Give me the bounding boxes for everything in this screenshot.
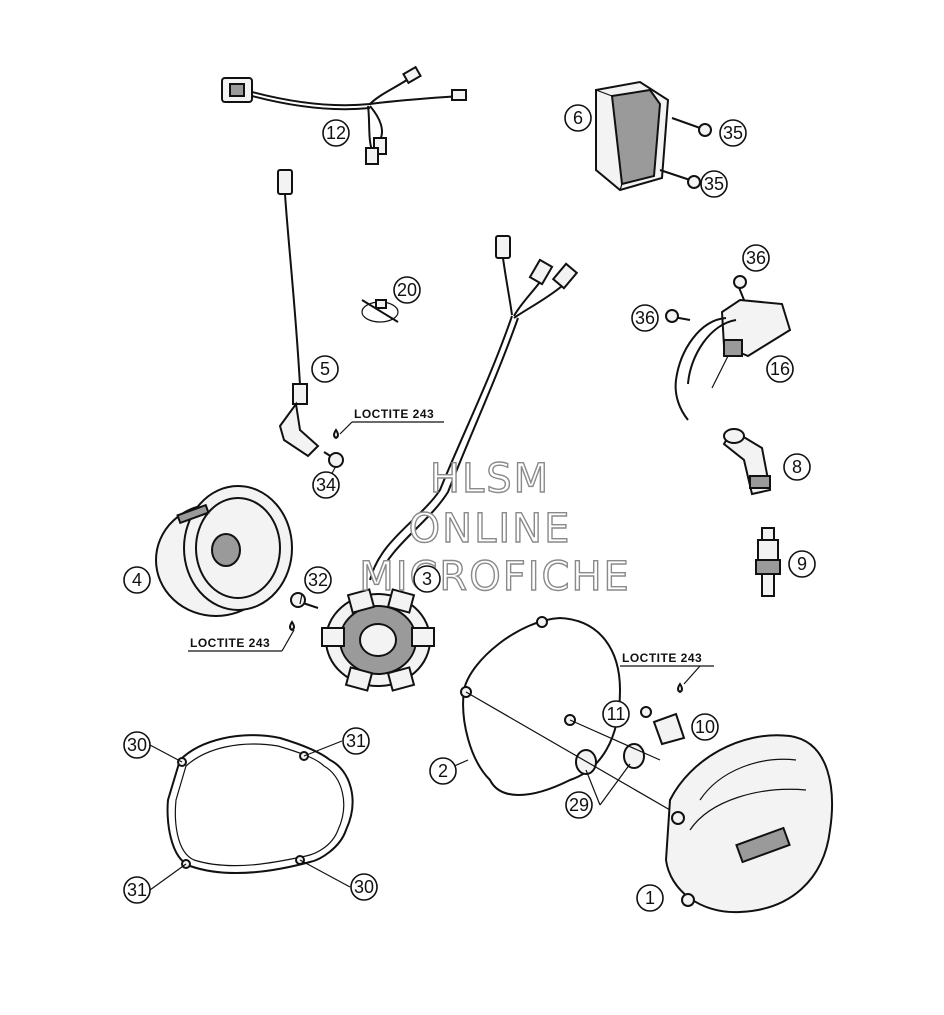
svg-text:5: 5 <box>320 359 330 379</box>
svg-text:9: 9 <box>797 554 807 574</box>
svg-text:30: 30 <box>127 735 147 755</box>
callout-32: 32 <box>304 566 332 594</box>
dowel-29-b <box>623 743 645 769</box>
svg-text:31: 31 <box>127 880 147 900</box>
flywheel <box>155 485 293 617</box>
callout-31-bottom: 31 <box>123 876 151 904</box>
svg-text:LOCTITE 243: LOCTITE 243 <box>622 651 702 665</box>
callout-2: 2 <box>429 757 457 785</box>
callout-4: 4 <box>123 566 151 594</box>
wiring-harness <box>221 65 467 165</box>
svg-text:ONLINE: ONLINE <box>409 506 572 552</box>
svg-text:HLSM: HLSM <box>430 456 550 502</box>
cable-tie <box>361 299 399 323</box>
svg-text:35: 35 <box>723 123 743 143</box>
callout-35-top: 35 <box>719 119 747 147</box>
callout-12: 12 <box>322 119 350 147</box>
ignition-coil <box>674 298 792 421</box>
gasket-generator <box>166 734 354 874</box>
callout-11: 11 <box>602 700 630 728</box>
spark-plug <box>755 527 781 597</box>
svg-text:34: 34 <box>316 475 336 495</box>
callout-36-left: 36 <box>631 304 659 332</box>
spark-plug-connector <box>722 428 772 496</box>
callout-30-top: 30 <box>123 731 151 759</box>
svg-text:6: 6 <box>573 108 583 128</box>
stator <box>321 588 435 692</box>
loctite-note-left: LOCTITE 243 <box>188 629 295 652</box>
svg-text:3: 3 <box>422 569 432 589</box>
svg-text:10: 10 <box>695 717 715 737</box>
svg-text:36: 36 <box>635 308 655 328</box>
svg-text:20: 20 <box>397 280 417 300</box>
watermark: HLSM ONLINE MICROFICHE <box>358 455 631 600</box>
callout-16: 16 <box>766 355 794 383</box>
callout-6: 6 <box>564 104 592 132</box>
ignition-cover <box>664 734 833 914</box>
callout-5: 5 <box>311 355 339 383</box>
screw-35-bottom <box>659 169 701 189</box>
callout-31-top: 31 <box>342 727 370 755</box>
screw-11 <box>640 682 683 718</box>
svg-text:29: 29 <box>569 795 589 815</box>
svg-text:32: 32 <box>308 570 328 590</box>
gasket-ignition-cover <box>460 616 622 796</box>
svg-text:LOCTITE 243: LOCTITE 243 <box>354 407 434 421</box>
alignment-lines <box>465 691 671 811</box>
callout-20: 20 <box>393 276 421 304</box>
callout-10: 10 <box>691 713 719 741</box>
callout-35-bottom: 35 <box>700 170 728 198</box>
stator-cable <box>369 235 579 583</box>
screw-35-top <box>671 117 712 137</box>
callout-34: 34 <box>312 471 340 499</box>
svg-text:11: 11 <box>607 704 626 724</box>
callout-30-bottom: 30 <box>350 873 378 901</box>
svg-text:16: 16 <box>770 359 790 379</box>
svg-text:36: 36 <box>746 248 766 268</box>
svg-text:30: 30 <box>354 877 374 897</box>
svg-text:4: 4 <box>132 570 142 590</box>
pulse-cable <box>277 169 320 458</box>
svg-text:8: 8 <box>792 457 802 477</box>
svg-text:1: 1 <box>645 888 655 908</box>
callout-1: 1 <box>636 884 664 912</box>
screw-36-top <box>733 275 747 301</box>
cdi-unit <box>595 80 670 192</box>
callout-8: 8 <box>783 453 811 481</box>
callout-29: 29 <box>565 791 593 819</box>
screw-36-left <box>665 309 691 323</box>
loctite-note-top: LOCTITE 243 <box>339 407 444 435</box>
svg-text:12: 12 <box>326 123 346 143</box>
svg-text:LOCTITE 243: LOCTITE 243 <box>190 636 270 650</box>
svg-text:31: 31 <box>346 731 366 751</box>
callout-3: 3 <box>413 565 441 593</box>
screw-34 <box>323 428 344 468</box>
callout-9: 9 <box>788 550 816 578</box>
screw-32 <box>289 592 319 632</box>
svg-text:MICROFICHE: MICROFICHE <box>359 554 631 600</box>
svg-text:35: 35 <box>704 174 724 194</box>
loctite-note-right: LOCTITE 243 <box>620 651 714 685</box>
cover-plate-10 <box>652 712 686 746</box>
svg-text:2: 2 <box>438 761 448 781</box>
callout-36-top: 36 <box>742 244 770 272</box>
